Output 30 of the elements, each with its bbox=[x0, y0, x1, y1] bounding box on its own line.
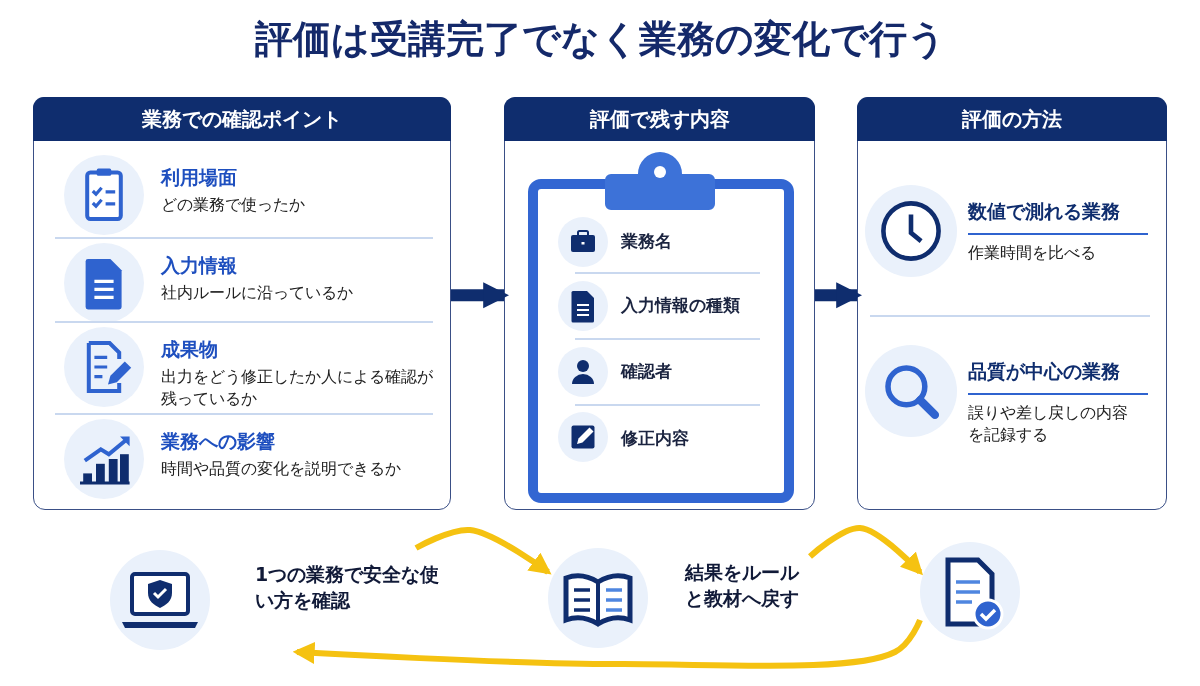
item-heading: 入力情報 bbox=[161, 253, 237, 278]
flow-arrow bbox=[451, 282, 510, 309]
item-heading: 成果物 bbox=[161, 337, 218, 362]
record-item: 修正内容 bbox=[621, 427, 689, 450]
item-description: 出力をどう修正したか人による確認が残っているか bbox=[161, 367, 434, 410]
cycle-arrow bbox=[808, 525, 924, 576]
method-heading: 品質が中心の業務 bbox=[968, 359, 1148, 395]
panel-header: 評価の方法 bbox=[857, 97, 1167, 141]
method-description: 誤りや差し戻しの内容を記録する bbox=[968, 403, 1129, 446]
item-description: 社内ルールに沿っているか bbox=[161, 283, 354, 304]
record-item: 入力情報の種類 bbox=[621, 294, 740, 317]
item-description: 時間や品質の変化を説明できるか bbox=[161, 459, 402, 480]
item-description: どの業務で使ったか bbox=[161, 195, 306, 216]
item-heading: 利用場面 bbox=[161, 165, 237, 190]
panel bbox=[504, 97, 815, 510]
panel bbox=[857, 97, 1167, 510]
cycle-arrow bbox=[292, 618, 923, 669]
record-item: 確認者 bbox=[621, 360, 672, 383]
title: 評価は受講完了でなく業務の変化で行う bbox=[253, 16, 947, 63]
method-heading: 数値で測れる業務 bbox=[968, 199, 1148, 235]
panel-header: 評価で残す内容 bbox=[504, 97, 815, 141]
panel-header: 業務での確認ポイント bbox=[33, 97, 451, 141]
record-item: 業務名 bbox=[621, 230, 672, 253]
panel bbox=[33, 97, 451, 510]
cycle-arrow bbox=[414, 527, 552, 575]
flow-arrow bbox=[815, 282, 863, 309]
item-heading: 業務への影響 bbox=[161, 429, 275, 454]
method-description: 作業時間を比べる bbox=[968, 243, 1097, 264]
cycle-step-text: 結果をルールと教材へ戻す bbox=[685, 560, 800, 611]
cycle-step-text: 1つの業務で安全な使い方を確認 bbox=[255, 562, 441, 613]
